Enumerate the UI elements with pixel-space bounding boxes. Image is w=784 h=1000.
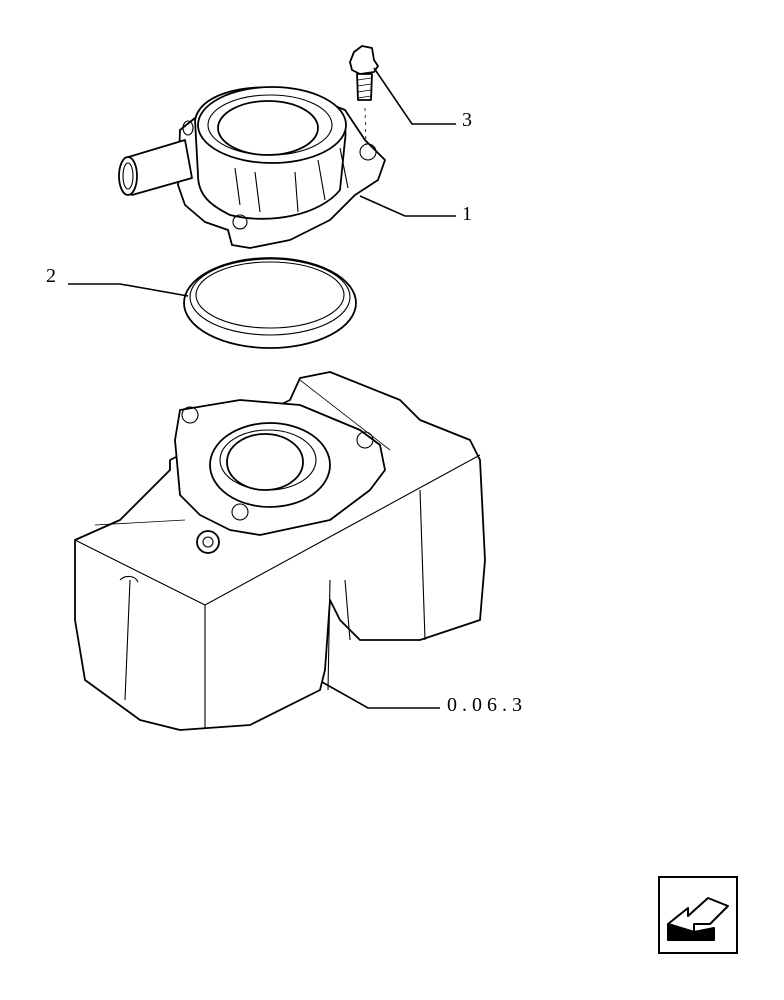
previous-page-arrow-icon	[658, 876, 738, 954]
leader-line-3	[373, 67, 456, 125]
callout-label-housing: 0 . 0 6 . 3	[447, 694, 522, 716]
cover-part[interactable]	[118, 86, 386, 249]
callout-label-2: 2	[46, 265, 56, 287]
leader-line-housing	[321, 681, 440, 709]
previous-page-button[interactable]	[658, 876, 738, 954]
callout-label-1: 1	[462, 203, 472, 225]
bolt-part[interactable]	[349, 45, 379, 146]
housing-part[interactable]	[74, 371, 486, 731]
gasket-ring-part[interactable]	[183, 257, 357, 349]
leader-line-1	[359, 195, 456, 217]
callout-label-3: 3	[462, 109, 472, 131]
leader-line-2	[68, 283, 189, 297]
